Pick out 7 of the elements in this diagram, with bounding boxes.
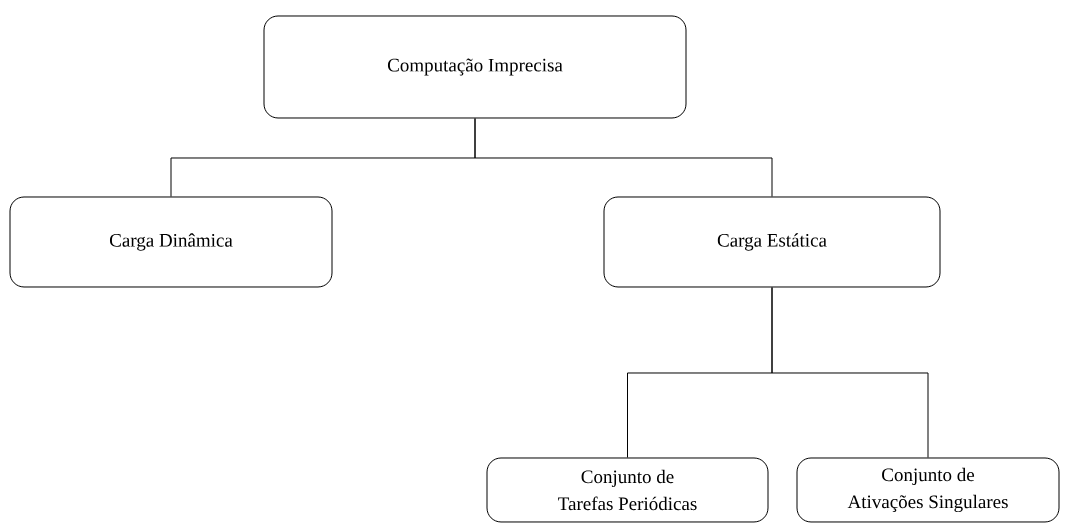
connector <box>474 118 773 197</box>
process-box: Conjunto de Tarefas Periódicas <box>486 457 769 523</box>
process-box: Computação Imprecisa <box>263 15 687 119</box>
connector <box>771 287 929 458</box>
process-box: Carga Dinâmica <box>9 196 333 288</box>
process-box: Conjunto de Ativações Singulares <box>796 457 1060 523</box>
process-box: Carga Estática <box>603 196 941 288</box>
